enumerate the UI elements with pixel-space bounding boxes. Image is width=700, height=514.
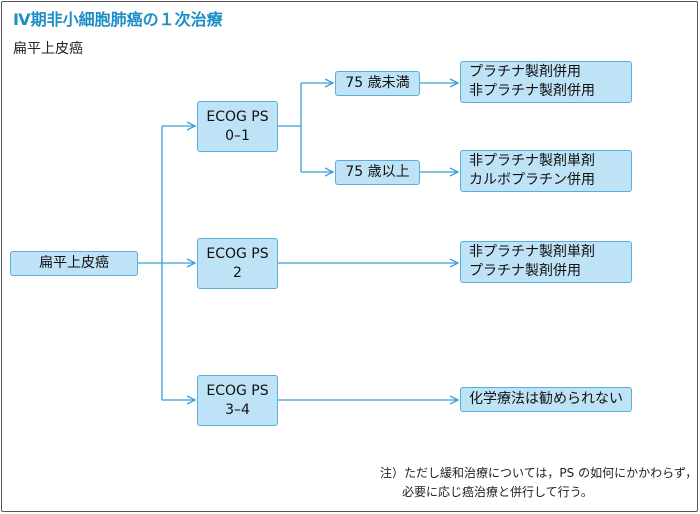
treatment-line-1: プラチナ製剤併用 bbox=[469, 64, 581, 80]
node-ecog-label: ECOG PS bbox=[206, 382, 269, 399]
diagram-title: Ⅳ期非小細胞肺癌の１次治療 bbox=[13, 10, 223, 29]
treatment-line-1: 化学療法は勧められない bbox=[469, 391, 623, 407]
node-age-under-75: 75 歳未満 bbox=[335, 71, 420, 96]
node-treatment-over-75: 非プラチナ製剤単剤 カルボプラチン併用 bbox=[460, 150, 632, 192]
node-root-label: 扁平上皮癌 bbox=[39, 255, 109, 271]
node-treatment-ecog-3-4: 化学療法は勧められない bbox=[460, 387, 632, 412]
node-ecog-label: ECOG PS bbox=[206, 108, 269, 125]
node-age-label: 75 歳以上 bbox=[345, 164, 410, 180]
node-ecog-label: ECOG PS bbox=[206, 245, 269, 262]
footnote: 注）ただし緩和治療については，PS の如何にかかわらず， 必要に応じ癌治療と併行… bbox=[380, 464, 697, 502]
footnote-line-1: 注）ただし緩和治療については，PS の如何にかかわらず， bbox=[380, 466, 698, 480]
footnote-line-2: 必要に応じ癌治療と併行して行う。 bbox=[402, 485, 593, 499]
node-age-over-75: 75 歳以上 bbox=[335, 160, 420, 185]
diagram-subtitle: 扁平上皮癌 bbox=[13, 41, 83, 57]
node-ecog-value: 0–1 bbox=[225, 127, 250, 144]
node-age-label: 75 歳未満 bbox=[345, 75, 410, 91]
node-ecog-value: 3–4 bbox=[225, 401, 250, 418]
node-treatment-under-75: プラチナ製剤併用 非プラチナ製剤併用 bbox=[460, 61, 632, 103]
treatment-line-1: 非プラチナ製剤単剤 bbox=[469, 153, 595, 169]
node-root-squamous: 扁平上皮癌 bbox=[10, 251, 138, 276]
node-treatment-ecog-2: 非プラチナ製剤単剤 プラチナ製剤併用 bbox=[460, 241, 632, 283]
treatment-line-2: カルボプラチン併用 bbox=[469, 172, 595, 188]
node-ecog-ps-3-4: ECOG PS 3–4 bbox=[197, 375, 278, 426]
node-ecog-value: 2 bbox=[233, 264, 242, 281]
treatment-line-2: プラチナ製剤併用 bbox=[469, 263, 581, 279]
treatment-line-2: 非プラチナ製剤併用 bbox=[469, 83, 595, 99]
node-ecog-ps-0-1: ECOG PS 0–1 bbox=[197, 101, 278, 152]
node-ecog-ps-2: ECOG PS 2 bbox=[197, 238, 278, 289]
treatment-line-1: 非プラチナ製剤単剤 bbox=[469, 244, 595, 260]
